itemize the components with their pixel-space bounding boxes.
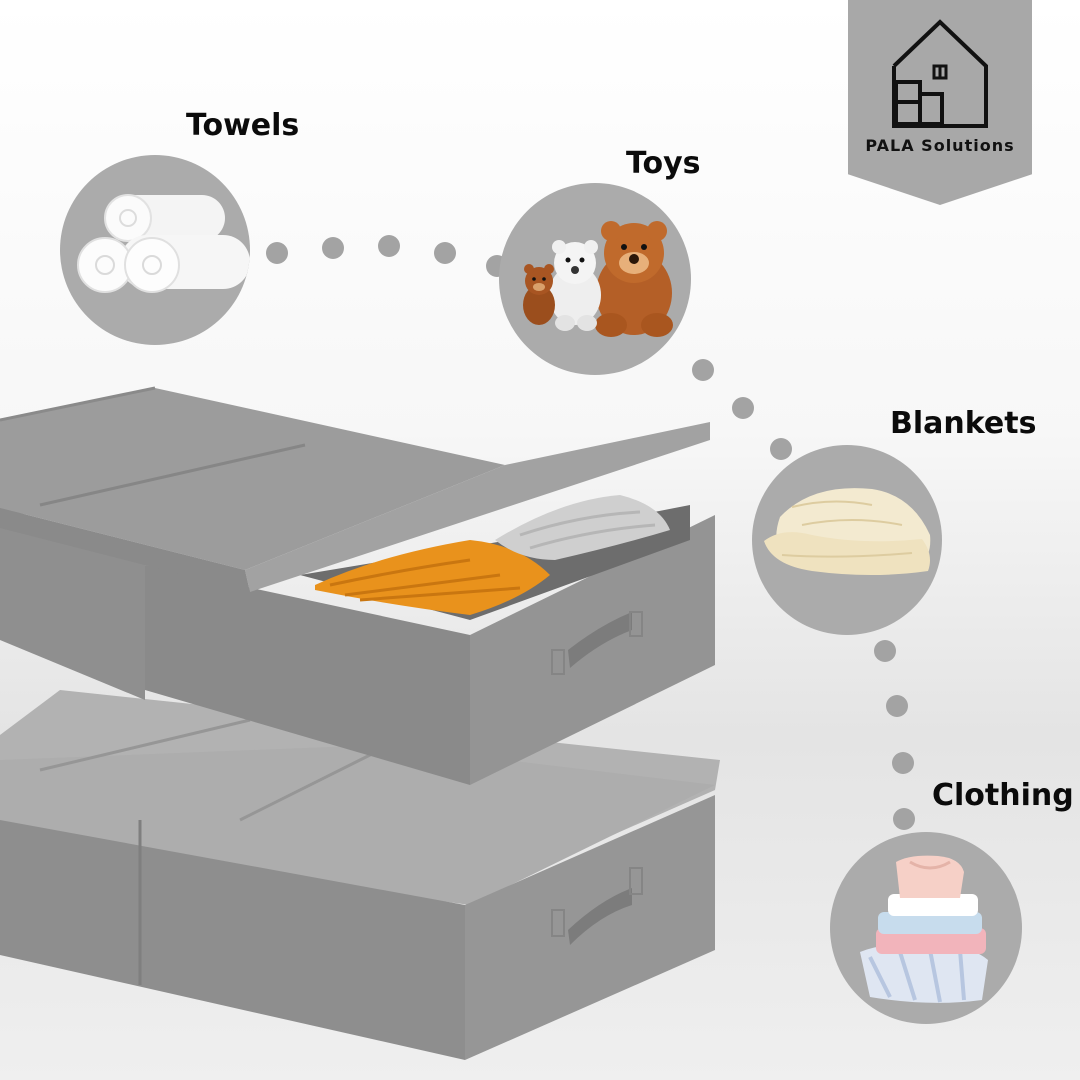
label-toys: Toys	[626, 146, 701, 181]
label-blankets: Blankets	[890, 406, 1037, 441]
label-clothing: Clothing	[932, 778, 1074, 813]
house-icon	[892, 19, 988, 128]
brand-name: PALA Solutions	[865, 136, 1015, 155]
brand-logo: PALA Solutions	[848, 0, 1032, 205]
label-towels: Towels	[186, 108, 300, 143]
clothing-image	[830, 832, 1022, 1024]
top-storage-box	[0, 386, 715, 785]
toys-image	[499, 183, 691, 375]
blankets-image	[752, 445, 942, 635]
towels-image	[60, 155, 250, 345]
